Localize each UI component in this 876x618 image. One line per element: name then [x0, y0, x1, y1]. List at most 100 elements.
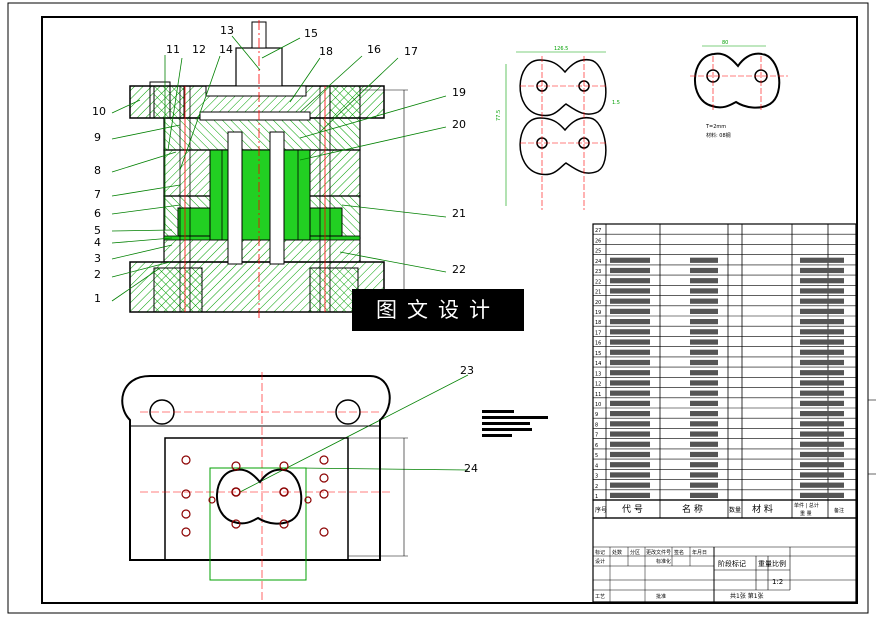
table-cell-ink [610, 349, 650, 355]
inner-border [41, 16, 858, 604]
part-number-labels: 1 2 3 4 5 6 7 8 9 10 11 12 13 14 15 16 1… [92, 24, 478, 475]
table-cell-ink [800, 257, 844, 263]
table-row-number: 18 [595, 320, 601, 326]
part-label: 16 [367, 43, 381, 56]
tb-craft: 工艺 [595, 594, 605, 600]
part-label: 15 [304, 27, 318, 40]
table-cell-ink [800, 492, 844, 498]
table-cell-ink [610, 492, 650, 498]
table-cell-ink [800, 298, 844, 304]
table-cell-ink [610, 431, 650, 437]
table-cell-ink [610, 329, 650, 335]
part-label: 8 [94, 164, 101, 177]
table-cell-ink [800, 288, 844, 294]
part-outline [694, 52, 781, 109]
tb-count: 处数 [612, 549, 622, 556]
table-cell-ink [690, 421, 718, 427]
table-cell-ink [690, 482, 718, 488]
table-row-number: 27 [595, 228, 601, 234]
part-label: 5 [94, 224, 101, 237]
lower-die-plate [163, 237, 361, 263]
table-cell-ink [610, 298, 650, 304]
dim-gap: 1.5 [612, 100, 620, 106]
blank-outline [519, 58, 607, 117]
table-cell-ink [690, 257, 718, 263]
part-label: 17 [404, 45, 418, 58]
table-cell-ink [690, 267, 718, 274]
sketch-material: 材料: 08钢 [706, 132, 731, 139]
header-name: 名 称 [682, 503, 703, 515]
table-cell-ink [610, 257, 650, 263]
table-cell-ink [800, 329, 844, 335]
table-cell-ink [800, 359, 844, 366]
header-weight-sub: 重 量 [800, 510, 812, 517]
table-cell-ink [800, 411, 844, 417]
part-label: 21 [452, 207, 466, 220]
dim-sketch-width: 80 [722, 40, 728, 46]
table-row-number: 13 [595, 371, 601, 377]
blank-window [209, 467, 307, 581]
table-cell-ink [610, 339, 650, 345]
table-cell-ink [610, 441, 650, 447]
header-weight: 单件 | 总计 [794, 502, 819, 509]
table-cell-ink [610, 482, 650, 488]
table-cell-ink [690, 390, 718, 396]
table-row-number: 2 [595, 484, 598, 490]
tb-doc: 更改文件号 [646, 549, 671, 556]
table-cell-ink [690, 349, 718, 355]
part-label: 13 [220, 24, 234, 37]
table-cell-ink [800, 380, 844, 386]
lower-die-base-plan [121, 375, 391, 561]
strip-layout: 126.5 77.5 1.5 [496, 46, 620, 210]
table-row-number: 3 [595, 474, 598, 480]
tb-date: 年月日 [692, 549, 707, 556]
part-label: 1 [94, 292, 101, 305]
table-cell-ink [610, 359, 650, 366]
title-block: 标记 处数 分区 更改文件号 签名 年月日 设计 标准化 工艺 批准 阶段标记 … [592, 517, 857, 603]
table-cell-ink [610, 370, 650, 376]
table-cell-ink [690, 319, 718, 325]
table-row-number: 8 [595, 422, 598, 428]
table-cell-ink [800, 441, 844, 447]
punch-outline-plan [216, 468, 303, 525]
sketch-thickness: T=2mm [705, 124, 726, 130]
table-cell-ink [690, 308, 718, 314]
table-cell-ink [690, 431, 718, 437]
header-note: 备注 [834, 507, 844, 514]
table-row-number: 1 [595, 494, 598, 500]
table-cell-ink [690, 472, 718, 478]
header-material: 材 料 [752, 503, 773, 515]
table-cell-ink [610, 421, 650, 427]
table-cell-ink [800, 431, 844, 437]
header-seq: 序号 [595, 506, 607, 514]
table-cell-ink [800, 451, 844, 458]
part-label: 24 [464, 462, 478, 475]
watermark-banner: 图文设计 [352, 289, 524, 331]
tb-scale-value: 1:2 [772, 578, 783, 586]
table-cell-ink [690, 492, 718, 498]
table-cell-ink [690, 278, 718, 284]
tb-mark: 标记 [595, 549, 605, 556]
table-row-number: 22 [595, 279, 601, 285]
table-row-number: 17 [595, 330, 601, 336]
table-cell-ink [690, 462, 718, 468]
table-row-number: 10 [595, 402, 601, 408]
table-cell-ink [800, 482, 844, 488]
table-cell-ink [690, 380, 718, 386]
table-cell-ink [800, 390, 844, 396]
part-label: 11 [166, 43, 180, 56]
table-cell-ink [690, 411, 718, 417]
parts-list-table: 2726252423222120191817161514131211109876… [592, 223, 857, 519]
table-cell-ink [690, 441, 718, 447]
table-row-number: 4 [595, 463, 598, 469]
die-plate-plan [164, 437, 349, 561]
table-cell-ink [610, 451, 650, 458]
outer-border [7, 2, 869, 614]
table-cell-ink [610, 288, 650, 294]
table-cell-ink [800, 319, 844, 325]
table-cell-ink [610, 308, 650, 314]
table-cell-ink [800, 472, 844, 478]
table-cell-ink [610, 411, 650, 417]
table-row-number: 6 [595, 443, 598, 449]
